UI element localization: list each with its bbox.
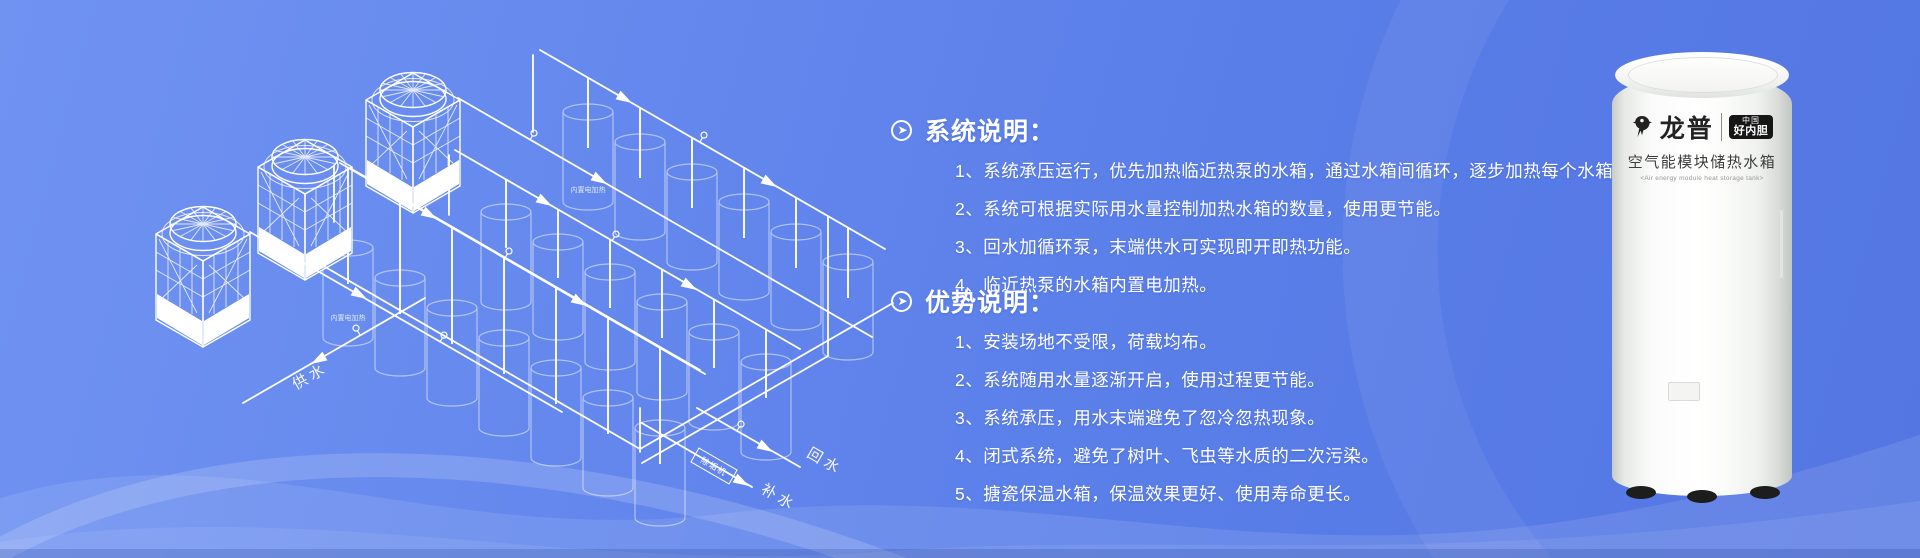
tank-heater-label: 内置电加热 [331,313,366,322]
product-name-en: <Air energy module heat storage tank> [1640,175,1764,182]
list-item: 2、系统随用水量逐渐开启，使用过程更节能。 [955,370,1326,390]
product-photo: 龙普 中国 好内胆 空气能模块储热水箱 <Air energy module h… [1612,52,1792,516]
badge-line2: 好内胆 [1733,125,1769,138]
list-item: 3、系统承压，用水末端避免了忽冷忽热现象。 [955,408,1326,428]
arrow-circle-icon: ➤ [891,290,912,312]
tank-access-plate [1668,382,1700,401]
quality-badge: 中国 好内胆 [1728,114,1774,140]
list-item: 4、临近热泵的水箱内置电加热。 [955,275,1218,295]
system-description-section: ➤ 系统说明： 1、系统承压运行，优先加热临近热泵的水箱，通过水箱间循环，逐步加… [891,116,1631,304]
section-title: 优势说明： [925,289,1056,317]
list-item: 1、安装场地不受限，荷载均布。 [955,332,1218,352]
section-header: ➤ 系统说明： [891,116,1631,146]
list-item: 2、系统可根据实际用水量控制加热水箱的数量，使用更节能。 [955,199,1452,219]
section-title: 系统说明： [925,118,1056,146]
tank-side-seam [1780,210,1783,278]
tank-lid-seam [1628,57,1778,93]
storage-tanks [322,103,874,527]
tank-foot [1626,486,1656,499]
product-label: 龙普 中国 好内胆 空气能模块储热水箱 <Air energy module h… [1612,110,1792,182]
tank-heater-label: 内置电加热 [571,185,606,194]
brand-eagle-icon [1632,116,1652,138]
list-item: 1、系统承压运行，优先加热临近热泵的水箱，通过水箱间循环，逐步加热每个水箱。 [955,161,1632,181]
section-header: ➤ 优势说明： [891,287,1379,317]
list-item: 3、回水加循环泵，末端供水可实现即开即热功能。 [955,237,1362,257]
descaler-label: 除垢机 [699,455,729,478]
advantages-list: 1、安装场地不受限，荷载均布。 2、系统随用水量逐渐开启，使用过程更节能。 3、… [955,323,1379,513]
logo-divider [1720,113,1722,141]
tank-lid [1615,52,1789,98]
tank-foot [1750,486,1780,499]
badge-line1: 中国 [1742,115,1760,125]
system-diagram: 除垢机 供水 回水 补水 内置电加热 内置电加热 [155,49,894,527]
list-item: 4、闭式系统，避免了树叶、飞虫等水质的二次污染。 [955,446,1380,466]
brand-logo: 龙普 中国 好内胆 [1631,110,1774,144]
advantages-section: ➤ 优势说明： 1、安装场地不受限，荷载均布。 2、系统随用水量逐渐开启，使用过… [891,287,1379,513]
heat-pump-units [155,71,461,348]
list-item: 5、搪瓷保温水箱，保温效果更好、使用寿命更长。 [955,484,1362,504]
diagram-label-makeup: 补水 [758,481,799,515]
arrow-circle-icon: ➤ [891,119,912,141]
tank-body [1612,74,1792,496]
pipework [242,49,894,488]
descaler-tag: 除垢机 [690,447,738,485]
system-description-list: 1、系统承压运行，优先加热临近热泵的水箱，通过水箱间循环，逐步加热每个水箱。 2… [955,152,1631,304]
product-name: 空气能模块储热水箱 [1627,154,1777,171]
diagram-label-return: 回水 [804,445,845,479]
brand-name: 龙普 [1659,115,1714,143]
tank-foot [1687,490,1717,503]
